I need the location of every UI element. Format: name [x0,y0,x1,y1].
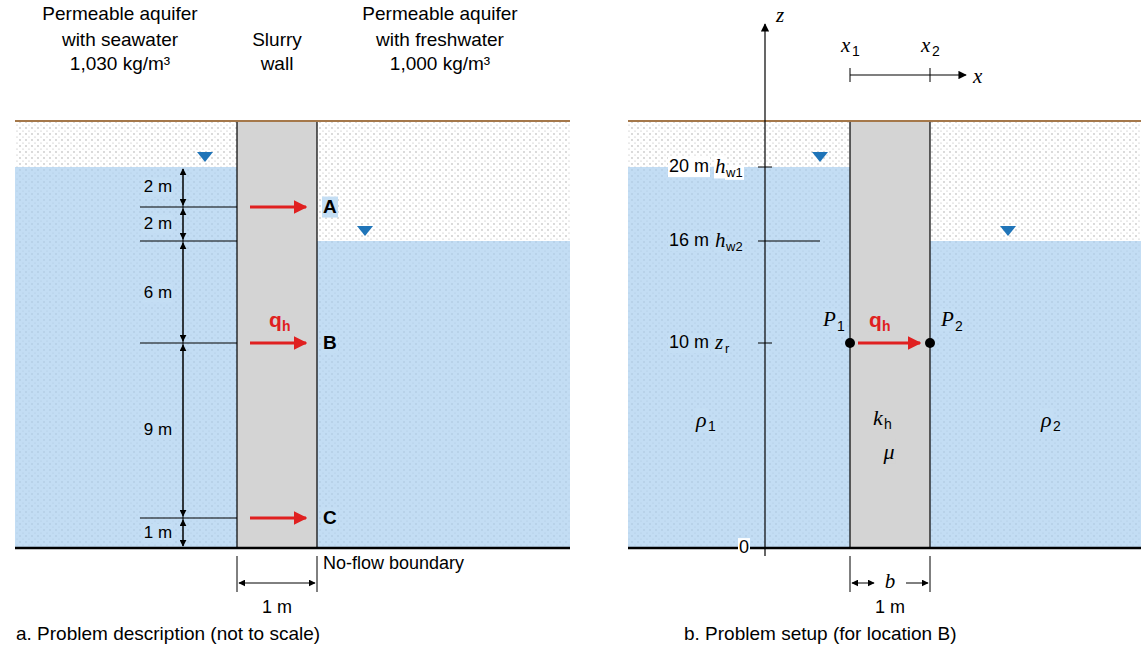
axis-label: x [920,34,931,57]
elevation-label: 16 m [668,231,710,251]
dimension: 6 m [143,284,173,303]
aquifer-label: with seawater [61,30,179,51]
subscript: h [881,319,892,334]
permeability-symbol: k [872,406,884,430]
point-label: P [940,308,955,331]
point-label: C [322,508,338,529]
subscript: h [281,319,292,334]
dimension-symbol: b [884,570,897,593]
point-label: A [322,197,338,218]
point-label: B [322,333,338,354]
dimension: 1 m [143,524,173,543]
dimension: 9 m [143,421,173,440]
elevation-label: 10 m [668,333,710,353]
caption: a. Problem description (not to scale) [15,624,321,645]
wall-label: Slurry [251,30,303,51]
caption: b. Problem setup (for location B) [683,624,957,645]
subscript: w1 [725,166,744,180]
axis-label: x [840,34,851,57]
density-symbol: ρ [1040,408,1053,432]
subscript: 1 [851,44,861,59]
dimension: 1 m [874,598,906,618]
axis-tick: 0 [738,538,750,558]
axis-label: x [972,65,983,88]
dimension: 2 m [143,215,173,234]
subscript: 2 [1052,419,1062,434]
density-label: 1,000 kg/m³ [389,54,491,75]
density-symbol: ρ [695,408,708,432]
point-label: P [822,308,837,331]
subscript: 1 [707,419,717,434]
aquifer-label: Permeable aquifer [41,4,198,25]
wall-label: wall [260,54,295,75]
subscript: 2 [931,44,941,59]
viscosity-symbol: μ [882,440,895,464]
aquifer-label: with freshwater [375,30,505,51]
aquifer-label: Permeable aquifer [361,4,518,25]
boundary-label: No-flow boundary [322,554,465,574]
symbol: z [714,331,724,354]
axis-label: z [775,4,785,27]
subscript: r [724,342,730,356]
dimension: 2 m [143,178,173,197]
subscript: 1 [836,319,846,334]
subscript: w2 [725,240,744,254]
dimension: 1 m [261,598,293,618]
density-label: 1,030 kg/m³ [69,54,171,75]
elevation-label: 20 m [668,157,710,177]
subscript: h [883,417,893,432]
subscript: 2 [954,319,964,334]
